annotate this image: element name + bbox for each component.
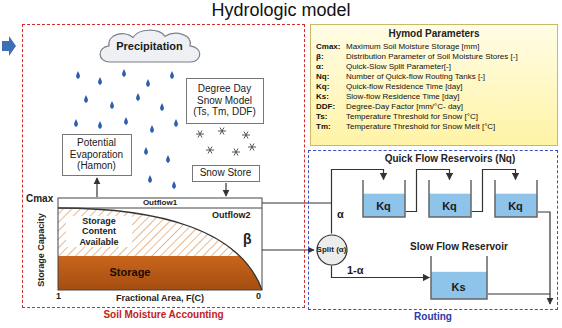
reservoir-tank: Ks: [430, 256, 488, 300]
node-text: Kq: [376, 200, 391, 213]
panel: RoutingSplit (α)KqKqKqKs: [308, 150, 558, 310]
node-text: Degree Day Snow Model (Ts, Tm, DDF): [189, 83, 261, 118]
chart-label: Slow Flow Reservoir: [410, 241, 508, 252]
chart-label: β: [243, 232, 252, 247]
table-heading: Hymod Parameters: [316, 28, 552, 40]
node-text: Kq: [508, 200, 523, 213]
parameter-name: α:: [316, 62, 346, 72]
chart-label: Quick Flow Reservoirs (Nq): [385, 153, 516, 164]
parameter-description: Distribution Parameter of Soil Moisture …: [346, 52, 552, 62]
node-text: Ks: [451, 281, 465, 294]
process-box: Degree Day Snow Model (Ts, Tm, DDF): [186, 78, 264, 124]
panel: Soil Moisture AccountingPrecipitationDeg…: [22, 24, 305, 308]
parameter-name: Tm:: [316, 122, 346, 132]
chart-label: Cmax: [26, 193, 53, 204]
process-box: Snow Store: [192, 165, 260, 182]
node-text: Kq: [442, 200, 457, 213]
storage-chart: [58, 198, 262, 290]
reservoir-tank: Kq: [362, 180, 406, 218]
panel-heading: Soil Moisture Accounting: [23, 309, 304, 320]
parameter-description: Temperature Threshold for Snow [°C]: [346, 112, 552, 122]
edge-label: α: [336, 208, 345, 220]
input-arrow: [2, 36, 16, 56]
chart-label: Outflow2: [212, 211, 251, 221]
panel-heading: Routing: [309, 311, 557, 322]
chart-label: 0: [256, 292, 261, 302]
parameter-name: Kq:: [316, 82, 346, 92]
cloud-shape: Precipitation: [95, 28, 205, 66]
diagram-title: Hydrologic model: [211, 1, 350, 21]
node-text: Precipitation: [116, 40, 183, 53]
chart-label: 1: [56, 292, 61, 302]
chart-label: Fractional Area, F(C): [116, 294, 204, 304]
parameter-description: Maximum Soil Moisture Storage [mm]: [346, 42, 552, 52]
parameter-name: Ts:: [316, 112, 346, 122]
split-circle: Split (α): [316, 234, 348, 266]
parameter-name: β:: [316, 52, 346, 62]
chart-label: Outflow1: [143, 199, 177, 208]
snowflakes: [196, 128, 256, 156]
tank-outline: [430, 256, 488, 300]
parameter-description: Slow-flow Residence Time [day]: [346, 92, 552, 102]
edge-label: 1-α: [346, 264, 365, 276]
parameter-name: DDF:: [316, 102, 346, 112]
parameter-description: Quick-flow Residence Time [day]: [346, 82, 552, 92]
chart-label: Storage Content Available: [66, 216, 132, 247]
parameter-description: Number of Quick-flow Routing Tanks [-]: [346, 72, 552, 82]
parameter-table: Hymod ParametersCmax:Maximum Soil Moistu…: [310, 24, 558, 146]
parameter-description: Degree-Day Factor [mm/°C- day]: [346, 102, 552, 112]
node-text: Split (α): [317, 245, 347, 254]
reservoir-tank: Kq: [494, 180, 538, 218]
parameter-description: Quick-Slow Split Parameter[-]: [346, 62, 552, 72]
chart-label: Storage: [110, 266, 151, 278]
parameter-name: Nq:: [316, 72, 346, 82]
parameter-description: Temperature Threshold for Snow Melt [°C]: [346, 122, 552, 132]
node-text: Snow Store: [200, 167, 252, 179]
process-box: Potential Evaporation (Hamon): [62, 134, 132, 176]
reservoir-tank: Kq: [428, 180, 472, 218]
node-text: Potential Evaporation (Hamon): [65, 137, 129, 172]
chart-label: Storage Capacity: [37, 213, 47, 287]
parameter-name: Ks:: [316, 92, 346, 102]
parameter-name: Cmax:: [316, 42, 346, 52]
